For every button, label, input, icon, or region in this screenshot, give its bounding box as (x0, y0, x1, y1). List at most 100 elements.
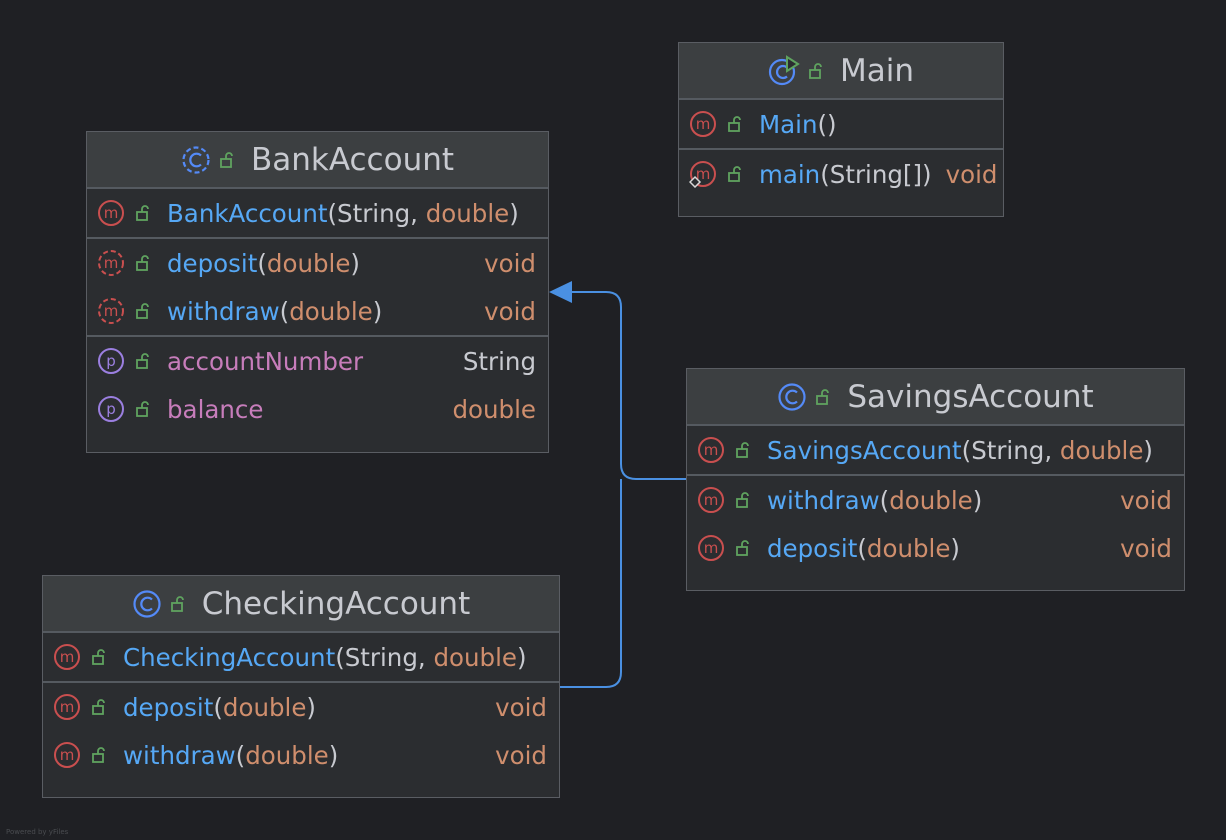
return-type: void (484, 248, 536, 278)
return-type: void (484, 296, 536, 326)
method-row-deposit[interactable]: m deposit(double) void (687, 524, 1184, 572)
property-p-icon: p (97, 347, 125, 375)
svg-text:m: m (104, 302, 119, 320)
return-type: void (945, 159, 998, 189)
property-type: double (452, 394, 536, 424)
svg-text:m: m (704, 491, 719, 509)
methods-section: m withdraw(double) void m deposit(double… (687, 476, 1184, 572)
class-box-savingsaccount[interactable]: SavingsAccount m SavingsAccount(String, … (686, 368, 1185, 591)
public-lock-icon (135, 302, 153, 320)
abstract-method-m-icon: m (97, 249, 125, 277)
method-m-icon: m (697, 534, 725, 562)
param-type: String[] (829, 159, 923, 189)
method-name: withdraw (167, 296, 280, 326)
method-m-icon: m (53, 693, 81, 721)
class-title: Main (839, 52, 914, 89)
abstract-class-c-icon (181, 145, 211, 175)
method-name: withdraw (767, 485, 880, 515)
public-lock-icon (735, 491, 753, 509)
method-row-main[interactable]: m main(String[]) void (679, 150, 1003, 198)
public-lock-icon (735, 441, 753, 459)
method-m-icon: m (53, 741, 81, 769)
constructor-name: BankAccount (167, 198, 328, 228)
property-row-balance[interactable]: p balance double (87, 385, 548, 433)
public-lock-icon (808, 62, 826, 80)
property-type: String (462, 346, 536, 376)
svg-text:p: p (106, 400, 116, 418)
runnable-class-icon (768, 54, 800, 87)
methods-section: m deposit(double) void m withdraw(double… (87, 239, 548, 337)
public-lock-icon (135, 400, 153, 418)
svg-text:m: m (104, 254, 119, 272)
class-header: Main (679, 43, 1003, 100)
public-lock-icon (91, 698, 109, 716)
return-type: void (1120, 533, 1172, 563)
constructor-name: SavingsAccount (767, 435, 962, 465)
public-lock-icon (91, 648, 109, 666)
class-header: SavingsAccount (687, 369, 1184, 426)
constructors-section: m CheckingAccount(String, double) (43, 633, 559, 683)
method-m-icon: m (53, 643, 81, 671)
constructor-row[interactable]: m SavingsAccount(String, double) (687, 426, 1184, 474)
method-m-icon: m (689, 110, 717, 138)
class-title: BankAccount (250, 141, 455, 178)
method-row-withdraw[interactable]: m withdraw(double) void (87, 287, 548, 335)
constructors-section: m SavingsAccount(String, double) (687, 426, 1184, 476)
svg-text:m: m (60, 746, 75, 764)
method-row-withdraw[interactable]: m withdraw(double) void (687, 476, 1184, 524)
class-c-icon (777, 382, 807, 412)
static-method-m-icon: m (689, 160, 717, 188)
method-name: deposit (123, 692, 214, 722)
savings-to-bank-edge (570, 291, 686, 480)
checking-to-bank-edge (560, 479, 622, 688)
constructor-row[interactable]: m Main() (679, 100, 1003, 148)
constructor-row[interactable]: m BankAccount(String, double) (87, 189, 548, 237)
constructors-section: m Main() (679, 100, 1003, 150)
public-lock-icon (135, 204, 153, 222)
public-lock-icon (727, 165, 745, 183)
method-name: main (759, 159, 821, 189)
powered-by-footer: Powered by yFiles (6, 828, 69, 836)
properties-section: p accountNumber String p balance double (87, 337, 548, 433)
method-name: deposit (167, 248, 258, 278)
class-header: BankAccount (87, 132, 548, 189)
class-box-bankaccount[interactable]: BankAccount m BankAccount(String, double… (86, 131, 549, 453)
constructor-row[interactable]: m CheckingAccount(String, double) (43, 633, 559, 681)
methods-section: m main(String[]) void (679, 150, 1003, 198)
constructors-section: m BankAccount(String, double) (87, 189, 548, 239)
svg-text:m: m (60, 698, 75, 716)
abstract-method-m-icon: m (97, 297, 125, 325)
svg-text:p: p (106, 352, 116, 370)
methods-section: m deposit(double) void m withdraw(double… (43, 683, 559, 779)
svg-text:m: m (696, 165, 711, 183)
svg-text:m: m (704, 441, 719, 459)
svg-text:m: m (104, 204, 119, 222)
class-header: CheckingAccount (43, 576, 559, 633)
method-name: withdraw (123, 740, 236, 770)
property-p-icon: p (97, 395, 125, 423)
public-lock-icon (735, 539, 753, 557)
method-m-icon: m (97, 199, 125, 227)
public-lock-icon (135, 352, 153, 370)
method-row-withdraw[interactable]: m withdraw(double) void (43, 731, 559, 779)
svg-text:m: m (60, 648, 75, 666)
property-row-accountnumber[interactable]: p accountNumber String (87, 337, 548, 385)
method-row-deposit[interactable]: m deposit(double) void (43, 683, 559, 731)
return-type: void (1120, 485, 1172, 515)
public-lock-icon (91, 746, 109, 764)
svg-text:m: m (704, 539, 719, 557)
class-title: CheckingAccount (201, 585, 471, 622)
public-lock-icon (727, 115, 745, 133)
class-title: SavingsAccount (847, 378, 1094, 415)
inheritance-arrowhead (549, 281, 572, 303)
constructor-name: Main (759, 109, 818, 139)
class-box-checkingaccount[interactable]: CheckingAccount m CheckingAccount(String… (42, 575, 560, 798)
constructor-params: () (817, 109, 837, 139)
method-name: deposit (767, 533, 858, 563)
method-row-deposit[interactable]: m deposit(double) void (87, 239, 548, 287)
public-lock-icon (135, 254, 153, 272)
constructor-name: CheckingAccount (123, 642, 336, 672)
public-lock-icon (170, 595, 188, 613)
class-box-main[interactable]: Main m Main() m main(String[]) void (678, 42, 1004, 217)
